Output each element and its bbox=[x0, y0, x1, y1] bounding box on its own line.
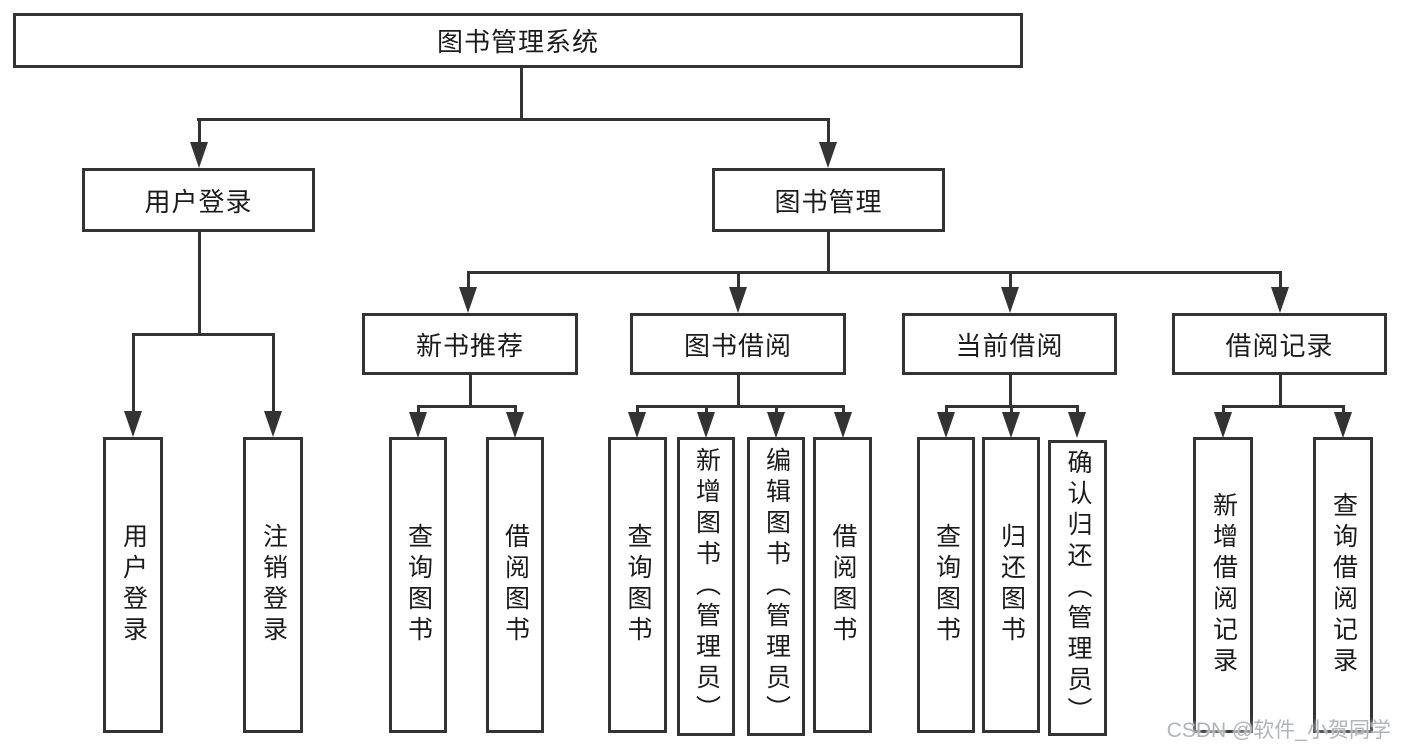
connector-userlogin-hline bbox=[131, 333, 275, 336]
connector-arrow-shaft bbox=[416, 405, 420, 414]
node-label: 新书推荐 bbox=[415, 330, 524, 361]
leaf-edit-books-admin: 编辑图书（管理员） bbox=[747, 437, 805, 736]
node-label: 用户登录 bbox=[119, 523, 148, 647]
arrow-down-icon bbox=[409, 412, 427, 438]
leaf-logout-login: 注销登录 bbox=[243, 437, 303, 733]
arrow-down-icon bbox=[190, 142, 208, 168]
connector-arrow-shaft bbox=[841, 405, 845, 414]
connector-arrow-shaft bbox=[944, 405, 948, 414]
node-root-label: 图书管理系统 bbox=[436, 27, 599, 57]
node-book-management: 图书管理 bbox=[712, 168, 945, 232]
arrow-down-icon bbox=[697, 412, 715, 438]
node-new-book-recommend: 新书推荐 bbox=[362, 313, 578, 375]
arrow-down-icon bbox=[834, 412, 852, 438]
arrow-down-icon bbox=[819, 142, 837, 168]
connector-arrow-shaft bbox=[271, 333, 275, 413]
arrow-down-icon bbox=[1002, 412, 1020, 438]
arrow-down-icon bbox=[1001, 287, 1019, 313]
leaf-confirm-return-admin: 确认归还（管理员） bbox=[1048, 440, 1107, 736]
connector-newbook-hline bbox=[416, 405, 517, 408]
arrow-down-icon bbox=[124, 411, 142, 437]
node-label: 借阅记录 bbox=[1225, 330, 1334, 361]
node-label: 新增图书（管理员） bbox=[692, 447, 721, 726]
connector-arrow-shaft bbox=[1278, 271, 1282, 289]
node-label: 注销登录 bbox=[259, 523, 288, 647]
connector-arrow-shaft bbox=[1341, 405, 1345, 414]
leaf-query-books-3: 查询图书 bbox=[917, 437, 975, 733]
arrow-down-icon bbox=[767, 412, 785, 438]
node-borrow-records: 借阅记录 bbox=[1172, 313, 1387, 375]
connector-arrow-shaft-user-login bbox=[197, 118, 201, 144]
arrow-down-icon bbox=[1214, 412, 1232, 438]
leaf-add-borrow-record: 新增借阅记录 bbox=[1193, 437, 1253, 733]
connector-current-stub bbox=[1008, 375, 1012, 408]
arrow-down-icon bbox=[1334, 412, 1352, 438]
node-label: 图书借阅 bbox=[683, 330, 792, 361]
node-label: 借阅图书 bbox=[501, 523, 530, 647]
connector-arrow-shaft-book-management bbox=[826, 118, 830, 144]
connector-arrow-shaft bbox=[1008, 271, 1012, 289]
connector-arrow-shaft bbox=[1075, 405, 1079, 414]
arrow-down-icon bbox=[459, 287, 477, 313]
connector-userlogin-stub bbox=[197, 232, 201, 336]
connector-root-stub bbox=[520, 68, 523, 118]
node-label: 查询图书 bbox=[624, 523, 652, 647]
connector-arrow-shaft bbox=[1221, 405, 1225, 414]
connector-borrow-hline bbox=[635, 405, 845, 408]
node-label: 确认归还（管理员） bbox=[1064, 448, 1092, 728]
connector-arrow-shaft bbox=[704, 405, 708, 414]
arrow-down-icon bbox=[937, 412, 955, 438]
leaf-add-books-admin: 新增图书（管理员） bbox=[677, 437, 735, 736]
node-user-login: 用户登录 bbox=[82, 168, 315, 232]
leaf-return-books: 归还图书 bbox=[982, 437, 1040, 733]
leaf-query-books-1: 查询图书 bbox=[389, 437, 447, 733]
connector-root-hline bbox=[197, 118, 830, 121]
leaf-borrow-books-1: 借阅图书 bbox=[486, 437, 544, 733]
connector-arrow-shaft bbox=[635, 405, 639, 414]
arrow-down-icon bbox=[506, 412, 524, 438]
node-label: 查询图书 bbox=[404, 523, 433, 647]
connector-bookmgmt-stub bbox=[826, 232, 830, 274]
connector-bookmgmt-hline bbox=[466, 271, 1282, 274]
arrow-down-icon bbox=[1068, 412, 1086, 438]
connector-arrow-shaft bbox=[736, 271, 740, 289]
node-label: 当前借阅 bbox=[955, 330, 1064, 361]
connector-arrow-shaft bbox=[1009, 405, 1013, 414]
node-label: 新增借阅记录 bbox=[1209, 492, 1238, 678]
node-label: 用户登录 bbox=[144, 186, 253, 217]
connector-records-hline bbox=[1221, 405, 1345, 408]
connector-records-stub bbox=[1278, 375, 1282, 408]
leaf-query-borrow-record: 查询借阅记录 bbox=[1313, 437, 1373, 733]
arrow-down-icon bbox=[729, 287, 747, 313]
leaf-query-books-2: 查询图书 bbox=[608, 437, 667, 733]
connector-borrow-stub bbox=[736, 375, 740, 408]
node-label: 查询借阅记录 bbox=[1329, 492, 1358, 678]
node-root: 图书管理系统 bbox=[13, 13, 1023, 68]
node-label: 借阅图书 bbox=[829, 523, 857, 647]
csdn-watermark: CSDN @软件_小贺同学 bbox=[1166, 719, 1391, 742]
connector-arrow-shaft bbox=[513, 405, 517, 414]
leaf-borrow-books-2: 借阅图书 bbox=[813, 437, 872, 733]
arrow-down-icon bbox=[1271, 287, 1289, 313]
node-label: 编辑图书（管理员） bbox=[762, 447, 791, 726]
arrow-down-icon bbox=[264, 411, 282, 437]
arrow-down-icon bbox=[628, 412, 646, 438]
node-current-borrow: 当前借阅 bbox=[902, 313, 1117, 375]
connector-arrow-shaft bbox=[131, 333, 135, 413]
node-book-borrow: 图书借阅 bbox=[630, 313, 846, 375]
node-label: 查询图书 bbox=[932, 523, 961, 647]
connector-newbook-stub bbox=[468, 375, 472, 408]
node-label: 图书管理 bbox=[774, 186, 883, 217]
connector-arrow-shaft bbox=[466, 271, 470, 289]
connector-arrow-shaft bbox=[774, 405, 778, 414]
leaf-user-login: 用户登录 bbox=[103, 437, 163, 733]
node-label: 归还图书 bbox=[997, 523, 1026, 647]
